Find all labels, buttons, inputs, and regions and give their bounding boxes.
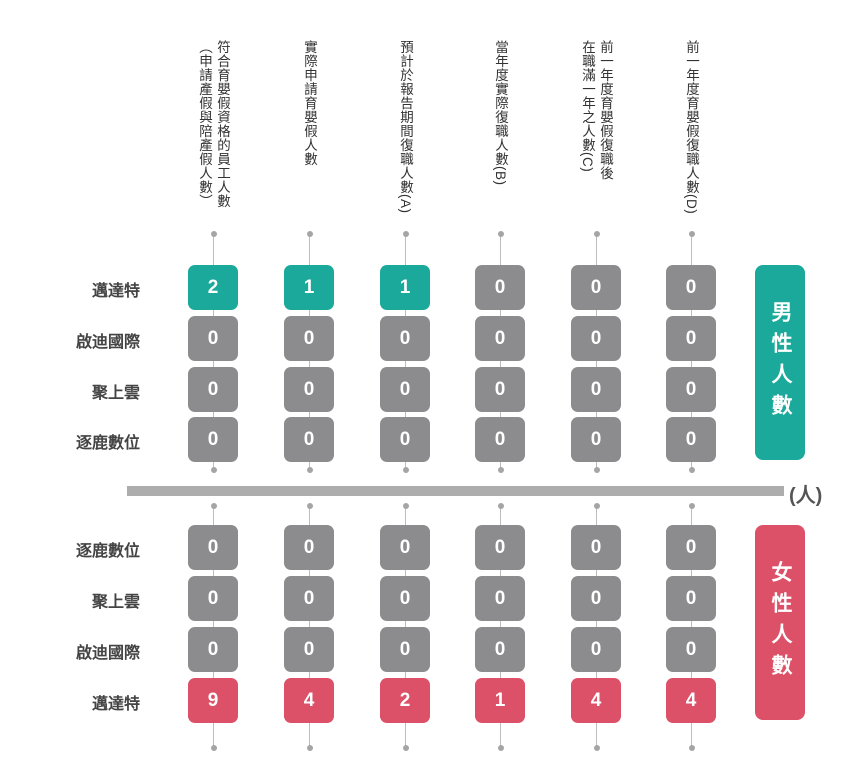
guide-dot	[593, 503, 600, 509]
value-cell: 0	[380, 367, 430, 412]
guide-dot	[402, 467, 409, 473]
value-cell: 0	[475, 316, 525, 361]
guide-dot	[497, 467, 504, 473]
guide-dot	[688, 231, 695, 237]
value-cell: 0	[188, 525, 238, 570]
value-cell: 1	[380, 265, 430, 310]
value-cell: 0	[380, 576, 430, 621]
value-cell: 4	[666, 678, 716, 723]
guide-dot	[497, 231, 504, 237]
column-header-line: 預計於報告期間復職人數(A)	[398, 40, 413, 214]
column-header: 前一年度育嬰假復職後在職滿一年之人數(C)	[566, 40, 626, 228]
guide-dot	[306, 503, 313, 509]
column-header-line: 實際申請育嬰假人數	[302, 40, 317, 166]
value-cell: 0	[475, 367, 525, 412]
value-cell: 0	[666, 417, 716, 462]
value-cell: 0	[666, 576, 716, 621]
column-header-line: 當年度實際復職人數(B)	[493, 40, 508, 186]
guide-dot	[210, 745, 217, 751]
value-cell: 0	[666, 627, 716, 672]
value-cell: 0	[284, 367, 334, 412]
value-cell: 0	[284, 627, 334, 672]
value-cell: 0	[188, 627, 238, 672]
value-cell: 9	[188, 678, 238, 723]
company-label: 邁達特	[91, 696, 140, 713]
value-cell: 0	[571, 627, 621, 672]
guide-dot	[402, 745, 409, 751]
value-cell: 4	[284, 678, 334, 723]
value-cell: 2	[188, 265, 238, 310]
guide-dot	[688, 745, 695, 751]
value-cell: 0	[475, 265, 525, 310]
section-divider	[127, 486, 784, 496]
column-header: 預計於報告期間復職人數(A)	[375, 40, 435, 228]
value-cell: 0	[380, 627, 430, 672]
unit-label: (人)	[789, 485, 823, 507]
guide-dot	[210, 503, 217, 509]
company-label: 聚上雲	[91, 385, 140, 402]
value-cell: 0	[284, 525, 334, 570]
column-header-line: 前一年度育嬰假復職後	[598, 40, 613, 180]
column-header: 實際申請育嬰假人數	[279, 40, 339, 228]
guide-dot	[497, 503, 504, 509]
value-cell: 0	[666, 525, 716, 570]
guide-dot	[306, 231, 313, 237]
guide-dot	[402, 503, 409, 509]
guide-dot	[402, 231, 409, 237]
value-cell: 0	[571, 265, 621, 310]
guide-dot	[688, 503, 695, 509]
value-cell: 0	[284, 316, 334, 361]
guide-dot	[688, 467, 695, 473]
value-cell: 0	[666, 316, 716, 361]
value-cell: 0	[666, 265, 716, 310]
value-cell: 0	[475, 417, 525, 462]
column-header-line: （申請產假與陪產假人數）	[197, 40, 212, 208]
company-label: 啟迪國際	[75, 645, 140, 662]
value-cell: 0	[571, 525, 621, 570]
value-cell: 0	[571, 576, 621, 621]
value-cell: 0	[284, 417, 334, 462]
guide-dot	[593, 467, 600, 473]
value-cell: 0	[571, 417, 621, 462]
company-label: 啟迪國際	[75, 334, 140, 351]
male-label: 男性人數	[755, 265, 805, 460]
value-cell: 2	[380, 678, 430, 723]
company-label: 逐鹿數位	[75, 543, 140, 560]
column-header-line: 前一年度育嬰假復職人數(D)	[684, 40, 699, 215]
column-header: 符合育嬰假資格的員工人數（申請產假與陪產假人數）	[183, 40, 243, 228]
value-cell: 0	[666, 367, 716, 412]
value-cell: 0	[188, 316, 238, 361]
column-header: 前一年度育嬰假復職人數(D)	[661, 40, 721, 228]
value-cell: 0	[571, 316, 621, 361]
guide-dot	[497, 745, 504, 751]
value-cell: 1	[475, 678, 525, 723]
guide-dot	[306, 467, 313, 473]
company-label: 邁達特	[91, 283, 140, 300]
guide-dot	[210, 467, 217, 473]
value-cell: 0	[380, 525, 430, 570]
value-cell: 0	[475, 525, 525, 570]
value-cell: 0	[475, 576, 525, 621]
guide-dot	[210, 231, 217, 237]
value-cell: 0	[380, 417, 430, 462]
column-header: 當年度實際復職人數(B)	[470, 40, 530, 228]
column-header-line: 在職滿一年之人數(C)	[580, 40, 595, 173]
company-label: 聚上雲	[91, 594, 140, 611]
guide-dot	[593, 231, 600, 237]
guide-dot	[306, 745, 313, 751]
value-cell: 0	[571, 367, 621, 412]
female-label: 女性人數	[755, 525, 805, 720]
value-cell: 0	[475, 627, 525, 672]
value-cell: 1	[284, 265, 334, 310]
value-cell: 4	[571, 678, 621, 723]
column-header-line: 符合育嬰假資格的員工人數	[215, 40, 230, 208]
value-cell: 0	[188, 576, 238, 621]
value-cell: 0	[188, 367, 238, 412]
value-cell: 0	[284, 576, 334, 621]
guide-dot	[593, 745, 600, 751]
company-label: 逐鹿數位	[75, 435, 140, 452]
value-cell: 0	[380, 316, 430, 361]
value-cell: 0	[188, 417, 238, 462]
